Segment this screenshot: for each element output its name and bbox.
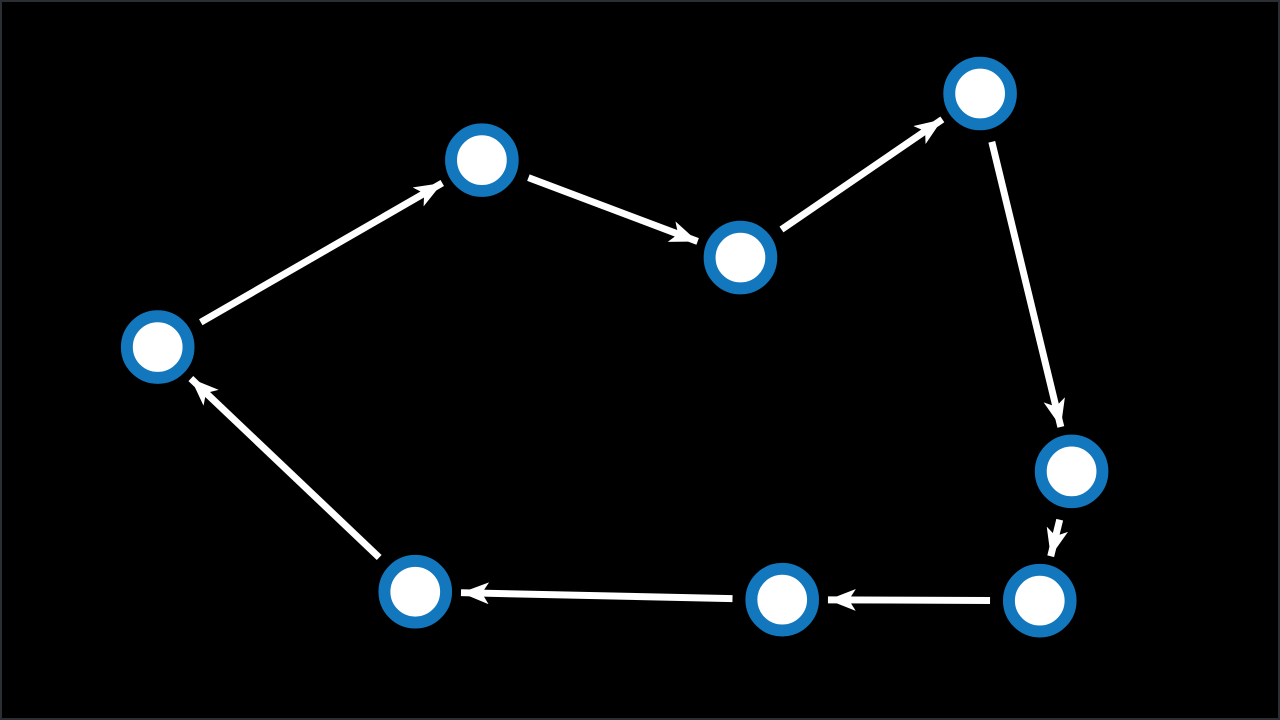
graph-node-6: [1002, 563, 1077, 638]
edge-arrow-node-7-to-node-8: [460, 582, 733, 605]
graph-node-3: [703, 220, 778, 295]
graph-node-4: [943, 56, 1017, 131]
graph-node-2: [445, 123, 519, 197]
edges-layer: [188, 116, 1068, 611]
graph-node-7: [745, 562, 820, 637]
edge-arrow-node-6-to-node-7: [827, 589, 991, 611]
edge-arrow-node-5-to-node-6: [1046, 518, 1068, 558]
edge-arrow-node-8-to-node-1: [188, 376, 382, 560]
edge-arrow-node-4-to-node-5: [988, 140, 1065, 428]
edge-arrow-node-2-to-node-3: [527, 174, 699, 245]
graph-node-1: [120, 310, 195, 384]
graph-node-8: [378, 554, 453, 629]
nodes-layer: [120, 56, 1109, 638]
edge-arrow-node-1-to-node-2: [199, 179, 444, 326]
graph-node-5: [1034, 434, 1109, 509]
edge-arrow-node-3-to-node-4: [779, 116, 945, 233]
